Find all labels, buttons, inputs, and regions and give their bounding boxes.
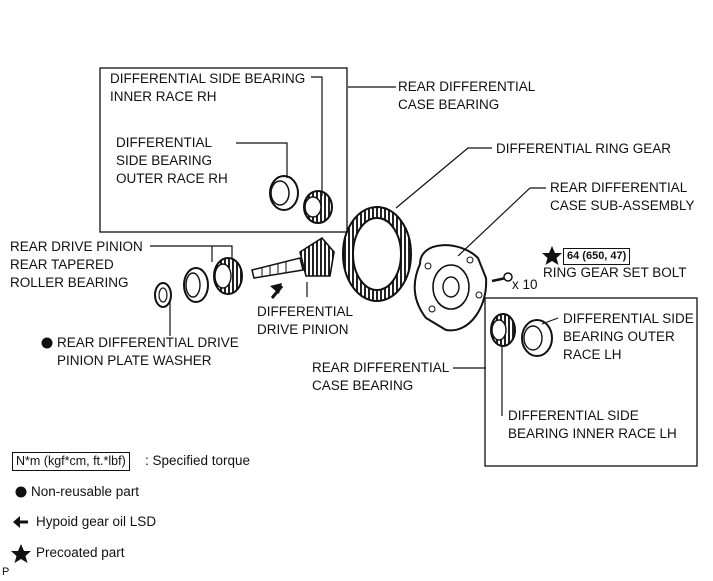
- legend-gear-oil-text: Hypoid gear oil LSD: [36, 514, 157, 529]
- label-diff-side-bearing-outer-lh: DIFFERENTIAL SIDE BEARING OUTER RACE LH: [563, 310, 694, 364]
- label-line: DIFFERENTIAL SIDE: [563, 311, 694, 326]
- label-line: DIFFERENTIAL: [257, 304, 354, 319]
- label-line: DIFFERENTIAL RING GEAR: [496, 141, 672, 156]
- precoated-star-icon: [542, 246, 562, 265]
- label-rear-diff-case-bearing-top: REAR DIFFERENTIAL CASE BEARING: [398, 78, 535, 114]
- label-diff-drive-pinion: DIFFERENTIAL DRIVE PINION: [257, 303, 353, 339]
- pinion-bearing-outer-part: [183, 267, 209, 303]
- label-ring-gear-set-bolt: RING GEAR SET BOLT: [543, 264, 687, 282]
- label-line: CASE BEARING: [398, 97, 500, 112]
- label-line: INNER RACE RH: [110, 89, 217, 104]
- legend-dot-icon: [15, 486, 27, 498]
- label-line: DIFFERENTIAL SIDE: [508, 408, 639, 423]
- legend-torque-text: : Specified torque: [145, 453, 251, 468]
- diff-case-part: [413, 244, 488, 332]
- label-diff-ring-gear: DIFFERENTIAL RING GEAR: [496, 140, 671, 158]
- label-line: RING GEAR SET BOLT: [543, 265, 687, 280]
- plate-washer-part: [154, 282, 172, 308]
- label-rear-diff-case-bearing-bottom: REAR DIFFERENTIAL CASE BEARING: [312, 359, 449, 395]
- ring-gear-part: [342, 206, 412, 302]
- label-line: BEARING INNER RACE LH: [508, 426, 677, 441]
- label-line: BEARING OUTER: [563, 329, 675, 344]
- label-line: DIFFERENTIAL SIDE BEARING: [110, 71, 306, 86]
- pinion-bearing-cone-part: [213, 257, 243, 295]
- label-rear-drive-pinion-bearing: REAR DRIVE PINION REAR TAPERED ROLLER BE…: [10, 238, 143, 292]
- label-line: DRIVE PINION: [257, 322, 349, 337]
- torque-spec-box: 64 (650, 47): [563, 248, 631, 265]
- legend-non-reusable-text: Non-reusable part: [31, 484, 140, 499]
- label-plate-washer: REAR DIFFERENTIAL DRIVE PINION PLATE WAS…: [57, 334, 239, 370]
- inner-race-lh-part: [490, 313, 516, 347]
- set-bolt-part: [491, 272, 513, 283]
- label-line: REAR DIFFERENTIAL: [312, 360, 450, 375]
- label-line: OUTER RACE RH: [116, 171, 228, 186]
- gear-oil-arrow-icon: [270, 283, 284, 299]
- label-line: REAR TAPERED: [10, 257, 114, 272]
- legend-arrow-icon: [13, 516, 28, 528]
- label-diff-side-bearing-outer-rh: DIFFERENTIAL SIDE BEARING OUTER RACE RH: [116, 134, 228, 188]
- corner-mark: P: [2, 566, 10, 578]
- label-line: RACE LH: [563, 347, 622, 362]
- label-line: ROLLER BEARING: [10, 275, 129, 290]
- outer-race-lh-part: [521, 319, 553, 357]
- label-line: CASE BEARING: [312, 378, 414, 393]
- label-line: REAR DIFFERENTIAL: [398, 79, 536, 94]
- label-line: REAR DIFFERENTIAL: [550, 180, 688, 195]
- legend-star-icon: [11, 544, 31, 563]
- label-diff-side-bearing-inner-rh: DIFFERENTIAL SIDE BEARING INNER RACE RH: [110, 70, 305, 106]
- outer-race-rh-part: [269, 175, 299, 211]
- label-diff-side-bearing-inner-lh: DIFFERENTIAL SIDE BEARING INNER RACE LH: [508, 407, 677, 443]
- label-line: DIFFERENTIAL: [116, 135, 213, 150]
- non-reusable-dot-icon: [41, 337, 53, 349]
- label-rear-diff-case-sub-assembly: REAR DIFFERENTIAL CASE SUB-ASSEMBLY: [550, 179, 695, 215]
- leader-lines: [150, 76, 559, 416]
- label-line: SIDE BEARING: [116, 153, 213, 168]
- label-line: CASE SUB-ASSEMBLY: [550, 198, 695, 213]
- legend-torque-box: N*m (kgf*cm, ft.*lbf): [12, 452, 130, 471]
- lh-bearing-group-box: [484, 297, 698, 467]
- inner-race-rh-part: [303, 190, 333, 224]
- label-line: PINION PLATE WASHER: [57, 353, 212, 368]
- legend-precoated-text: Precoated part: [36, 545, 125, 560]
- rh-bearing-group-box: [99, 67, 348, 233]
- label-line: REAR DIFFERENTIAL DRIVE: [57, 335, 239, 350]
- drive-pinion-part: [251, 236, 335, 279]
- label-bolt-qty: x 10: [512, 277, 538, 292]
- label-line: REAR DRIVE PINION: [10, 239, 143, 254]
